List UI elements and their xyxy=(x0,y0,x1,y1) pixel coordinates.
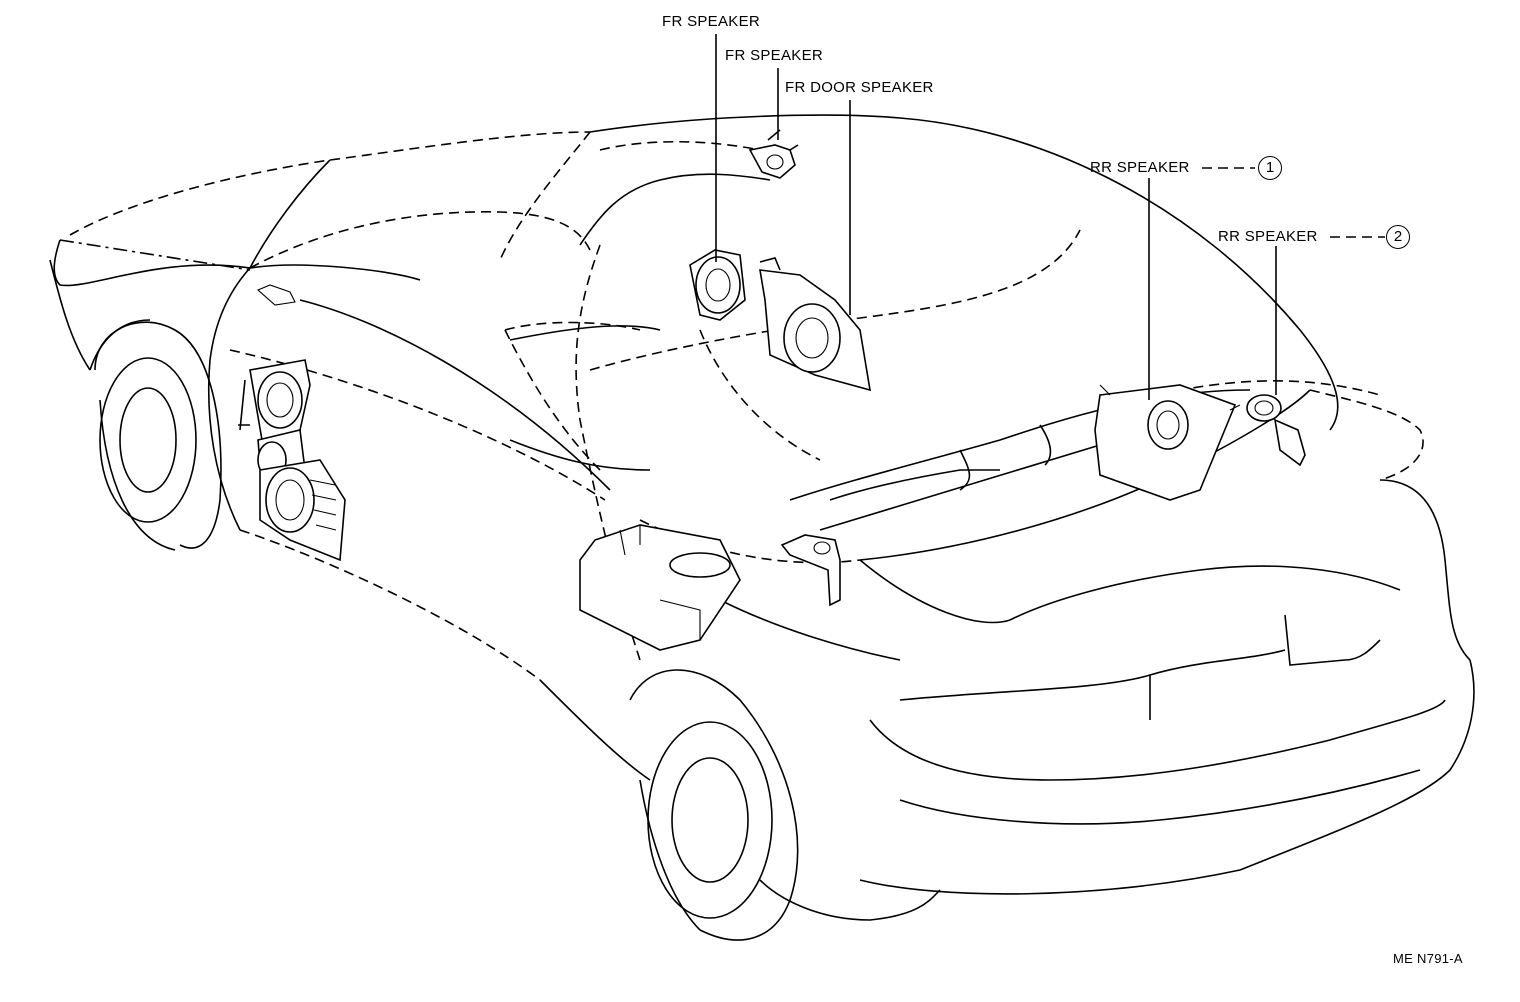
rear-deck-bracket xyxy=(780,534,841,607)
left-door-speaker-assembly xyxy=(238,284,346,562)
leader-lines xyxy=(715,34,1385,400)
car-body xyxy=(49,114,1475,941)
rr-speaker-2 xyxy=(1246,394,1306,467)
fr-speaker-center xyxy=(689,249,746,321)
callout-number-1: 1 xyxy=(1258,156,1282,180)
rear-quarter-box-speaker xyxy=(579,524,741,651)
label-fr-door-speaker: FR DOOR SPEAKER xyxy=(785,79,934,96)
label-fr-speaker-1: FR SPEAKER xyxy=(662,13,761,30)
fr-speaker-pillar xyxy=(748,129,799,179)
figure-code: ME N791-A xyxy=(1393,951,1463,966)
label-rr-speaker-2: RR SPEAKER xyxy=(1218,228,1318,245)
fr-door-speaker xyxy=(759,257,871,392)
callout-number-2: 2 xyxy=(1386,225,1410,249)
label-fr-speaker-2: FR SPEAKER xyxy=(725,47,824,64)
rr-speaker-1-box xyxy=(1094,384,1241,501)
label-rr-speaker-1: RR SPEAKER xyxy=(1090,159,1190,176)
